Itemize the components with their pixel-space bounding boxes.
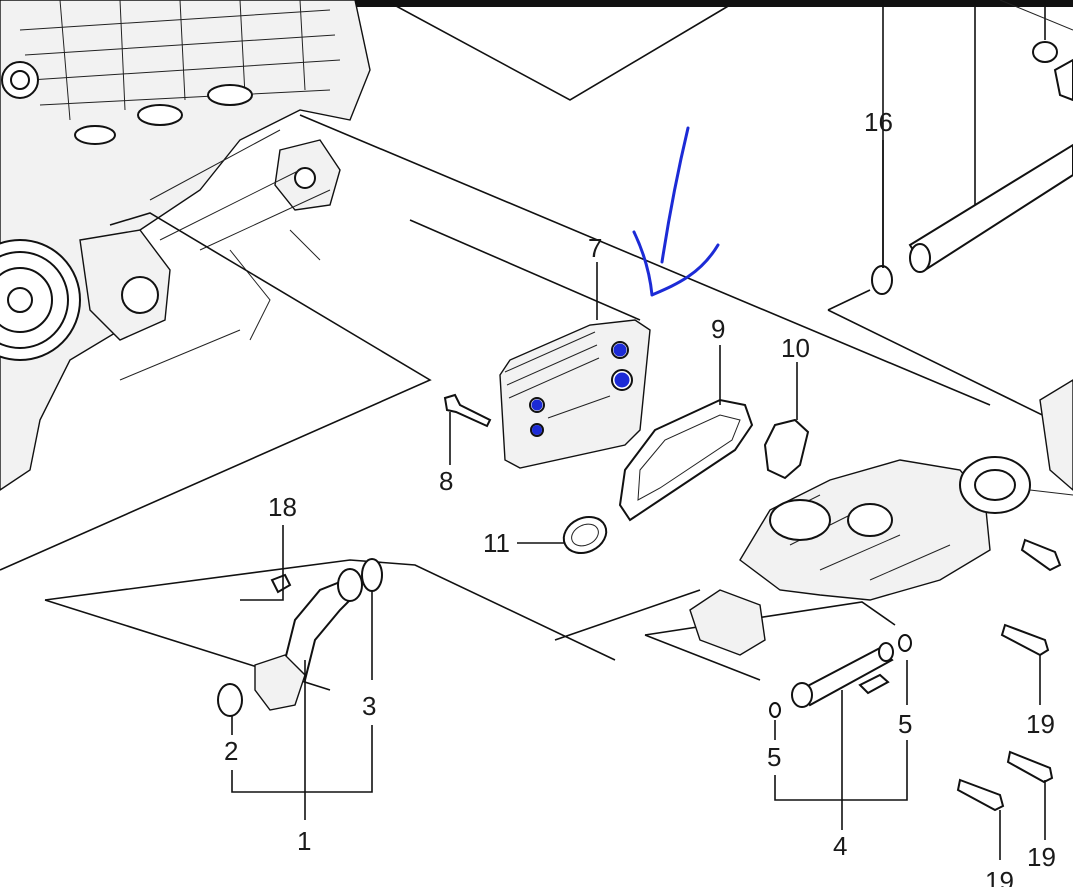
callout-16: 16	[864, 107, 893, 137]
callout-2: 2	[224, 736, 238, 766]
top-border-bar	[0, 0, 1073, 7]
seal-part-11	[562, 516, 608, 554]
callout-19-bottom: 19	[985, 866, 1014, 887]
callout-18: 18	[268, 492, 297, 522]
gasket-part	[618, 398, 754, 522]
callout-5-left: 5	[767, 742, 781, 772]
upper-pipe-assembly	[871, 0, 1073, 295]
callout-11: 11	[483, 528, 510, 558]
callout-5-right: 5	[898, 709, 912, 739]
callout-1: 1	[297, 826, 311, 856]
callout-19-mid: 19	[1027, 842, 1056, 872]
callout-numbers: 7 9 10 8 11 16 18 3 2 1 5 5 4 19 19 19	[224, 107, 1056, 887]
leader-lines	[231, 140, 1046, 860]
o-ring-part-10	[763, 418, 810, 480]
handdrawn-arrow-annotation	[632, 126, 720, 297]
callout-19-top: 19	[1026, 709, 1055, 739]
bolt-part-8	[443, 393, 492, 428]
oil-pipe-part-4	[769, 634, 912, 718]
callout-7: 7	[588, 233, 602, 263]
callout-3: 3	[362, 691, 376, 721]
oil-cooler-part	[499, 319, 651, 469]
callout-8: 8	[439, 466, 453, 496]
lower-pipe-part-1	[217, 558, 383, 717]
callout-10: 10	[781, 333, 810, 363]
engine-block-illustration	[0, 0, 371, 491]
oil-filter-housing	[689, 379, 1073, 656]
bolts-part-19	[956, 538, 1062, 812]
callout-9: 9	[711, 314, 725, 344]
callout-4: 4	[833, 831, 847, 861]
